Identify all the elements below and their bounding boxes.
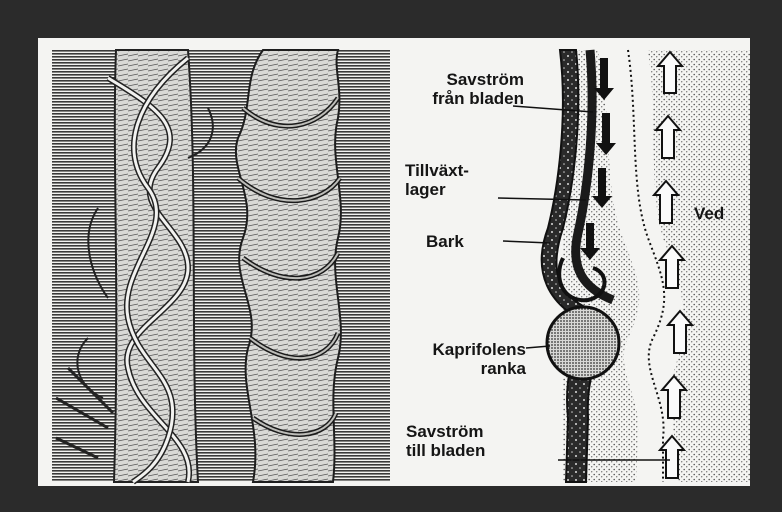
cross-section — [498, 50, 750, 482]
vine-cross-section — [547, 307, 619, 379]
illustration-svg — [38, 38, 750, 486]
label-growth-layer: Tillväxt-lager — [405, 161, 469, 199]
label-wood: Ved — [694, 204, 724, 223]
label-bark: Bark — [426, 232, 464, 251]
deformed-trunk — [236, 50, 341, 482]
